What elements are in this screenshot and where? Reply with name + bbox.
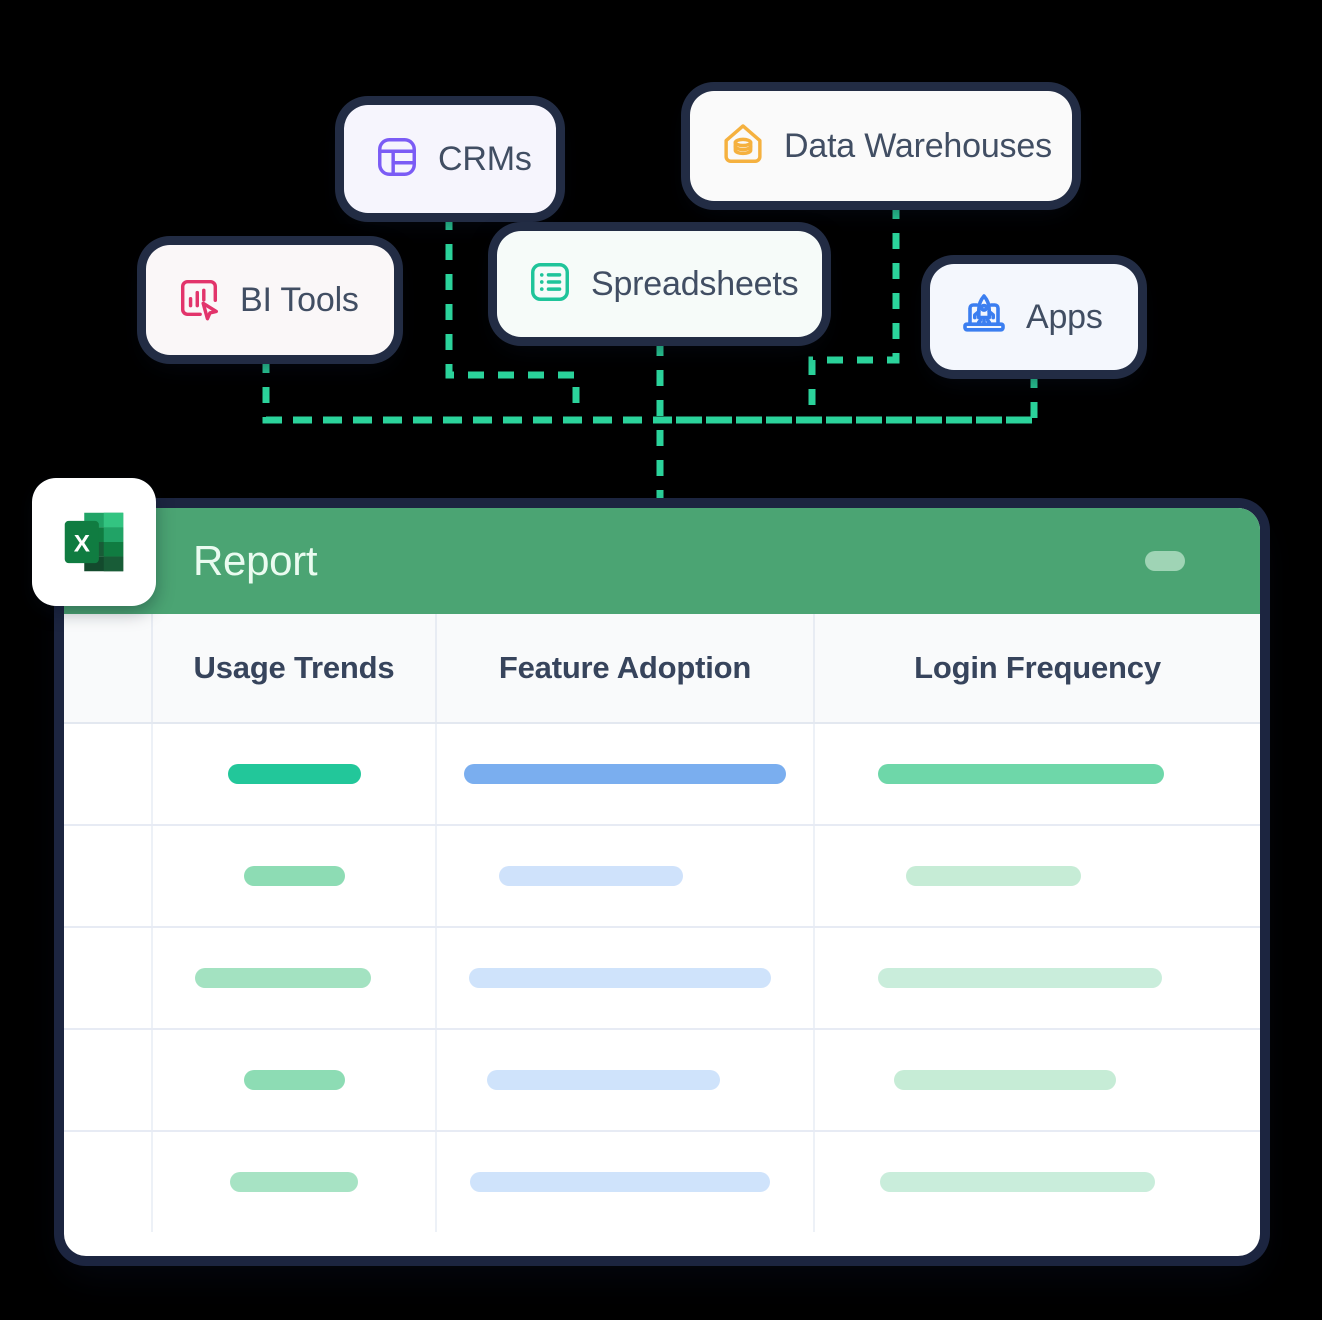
data-bar <box>877 764 1164 784</box>
data-cell-inner <box>153 866 435 886</box>
bi-tools-icon <box>176 275 222 326</box>
data-cell[interactable] <box>814 927 1260 1030</box>
data-cell[interactable] <box>814 825 1260 928</box>
connector-data-warehouses <box>808 203 900 420</box>
data-cell[interactable] <box>436 825 815 928</box>
connector-bi-tools <box>262 357 660 424</box>
connector-apps <box>660 372 1038 424</box>
row-pill-cell <box>64 723 153 826</box>
data-cell-inner <box>153 1172 435 1192</box>
svg-text:X: X <box>74 530 91 557</box>
row-pill-cell <box>64 927 153 1030</box>
data-cell-inner <box>437 1070 813 1090</box>
data-cell[interactable] <box>152 1029 437 1132</box>
table-row[interactable] <box>64 927 1260 1030</box>
row-pill-cell <box>64 825 153 928</box>
table-row[interactable] <box>64 1131 1260 1232</box>
column-header-login-frequency[interactable]: Login Frequency <box>814 614 1260 724</box>
data-cell-inner <box>815 1070 1260 1090</box>
microsoft-excel-icon[interactable]: X <box>32 478 156 606</box>
data-bar <box>905 866 1081 886</box>
data-bar <box>499 866 683 886</box>
data-bar <box>880 1172 1155 1192</box>
excel-glyph: X <box>64 512 124 572</box>
data-cell-inner <box>437 764 813 784</box>
data-cell-inner <box>815 866 1260 886</box>
data-cell-inner <box>815 1172 1260 1192</box>
source-card-bi-tools[interactable]: BI Tools <box>146 245 394 355</box>
source-card-apps[interactable]: Apps <box>930 264 1138 370</box>
data-cell[interactable] <box>436 723 815 826</box>
table-row[interactable] <box>64 723 1260 826</box>
data-bar <box>486 1070 720 1090</box>
spreadsheet-list-icon <box>527 259 573 310</box>
data-cell-inner <box>437 866 813 886</box>
data-bar <box>227 764 361 784</box>
crm-table-icon <box>374 134 420 185</box>
data-bar <box>469 1172 770 1192</box>
source-card-label: Data Warehouses <box>784 126 1052 165</box>
source-card-crms[interactable]: CRMs <box>344 105 556 213</box>
data-cell-inner <box>815 968 1260 988</box>
report-table: Usage Trends Feature Adoption Login Freq… <box>64 614 1260 1232</box>
source-card-label: BI Tools <box>240 280 359 319</box>
source-card-data-warehouses[interactable]: Data Warehouses <box>690 91 1072 201</box>
data-bar <box>878 968 1162 988</box>
data-cell[interactable] <box>436 1131 815 1232</box>
data-cell[interactable] <box>814 1029 1260 1132</box>
data-warehouse-icon <box>720 121 766 172</box>
table-header-pill-cell <box>64 614 153 724</box>
row-pill-cell <box>64 1131 153 1232</box>
data-bar <box>230 1172 358 1192</box>
data-bar <box>243 866 345 886</box>
data-cell[interactable] <box>152 927 437 1030</box>
data-cell[interactable] <box>152 723 437 826</box>
page-title: Report <box>193 537 318 584</box>
data-cell-inner <box>153 1070 435 1090</box>
source-card-spreadsheets[interactable]: Spreadsheets <box>497 231 822 337</box>
header-pill-placeholder <box>1145 551 1185 571</box>
data-cell[interactable] <box>814 1131 1260 1232</box>
report-window: Report Usage Trends Feature Adoption Log… <box>64 508 1260 1256</box>
table-header-row: Usage Trends Feature Adoption Login Freq… <box>64 614 1260 724</box>
source-card-label: CRMs <box>438 139 532 178</box>
data-cell-inner <box>437 1172 813 1192</box>
source-card-label: Apps <box>1026 297 1103 336</box>
data-cell-inner <box>153 764 435 784</box>
table-body <box>64 723 1260 1232</box>
data-bar <box>464 764 786 784</box>
data-cell[interactable] <box>814 723 1260 826</box>
table-row[interactable] <box>64 1029 1260 1132</box>
data-bar <box>893 1070 1116 1090</box>
column-header-feature-adoption[interactable]: Feature Adoption <box>436 614 815 724</box>
column-header-usage-trends[interactable]: Usage Trends <box>152 614 437 724</box>
data-cell-inner <box>153 968 435 988</box>
data-cell[interactable] <box>152 1131 437 1232</box>
source-card-label: Spreadsheets <box>591 264 799 303</box>
data-bar <box>469 968 771 988</box>
data-cell-inner <box>437 968 813 988</box>
data-cell[interactable] <box>436 1029 815 1132</box>
data-bar <box>195 968 371 988</box>
data-cell[interactable] <box>152 825 437 928</box>
data-bar <box>243 1070 345 1090</box>
apps-rocket-laptop-icon <box>960 291 1008 344</box>
report-header-bar: Report <box>64 508 1260 614</box>
data-cell-inner <box>815 764 1260 784</box>
table-row[interactable] <box>64 825 1260 928</box>
data-cell[interactable] <box>436 927 815 1030</box>
row-pill-cell <box>64 1029 153 1132</box>
